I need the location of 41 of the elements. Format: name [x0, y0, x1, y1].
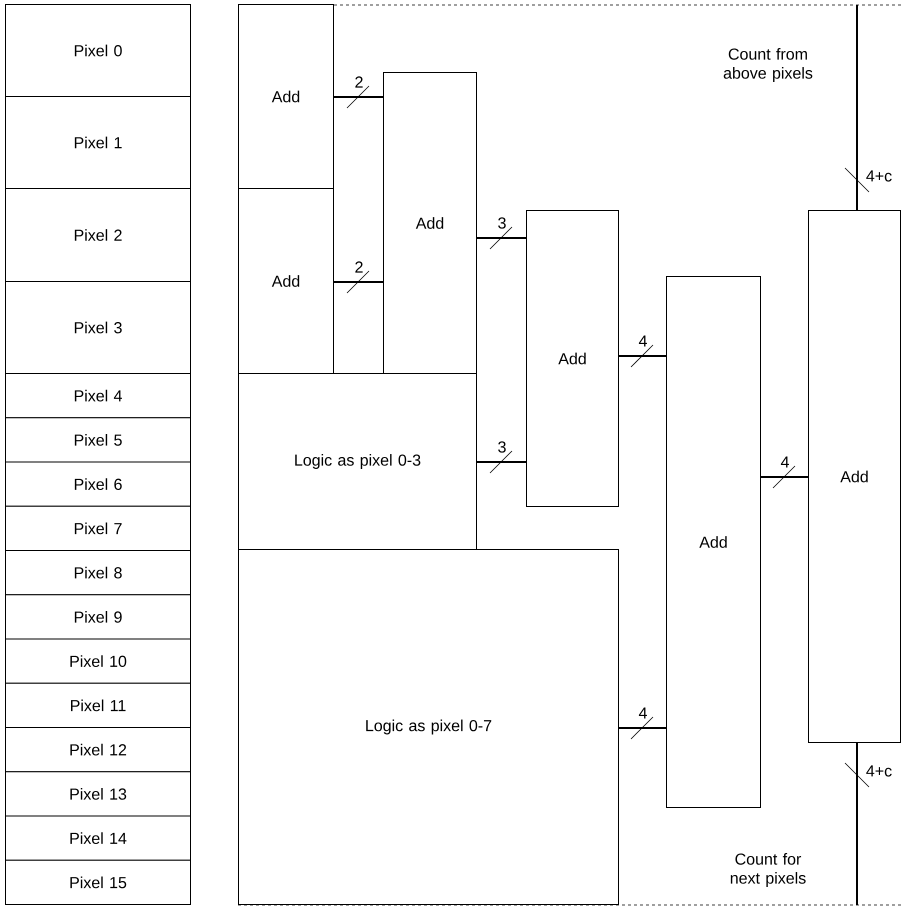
adder-box: Add: [526, 210, 619, 507]
edge-label: 4: [638, 336, 647, 346]
edge-label: 2: [355, 261, 363, 273]
bus-line: [334, 270, 383, 294]
pixel-box: Pixel 4: [5, 373, 191, 418]
edge-label: 4+c: [866, 765, 892, 777]
pixel-box: Pixel 12: [5, 727, 191, 772]
pixel-box: Pixel 2: [5, 188, 191, 282]
bus-line: [477, 226, 526, 250]
pixel-box: Pixel 1: [5, 96, 191, 189]
adder-box: Add: [383, 72, 477, 374]
pixel-box: Pixel 11: [5, 682, 191, 728]
adder-box: Add: [808, 210, 901, 743]
bus-line: [477, 450, 526, 474]
pixel-box: Pixel 6: [5, 462, 191, 507]
pixel-box: Pixel 13: [5, 771, 191, 816]
pixel-box: Pixel 8: [5, 550, 191, 596]
pixel-box: Pixel 7: [5, 506, 191, 551]
pixel-box: Pixel 10: [5, 638, 191, 684]
bus-line: [844, 743, 870, 905]
note-text: Count from above pixels: [724, 48, 812, 82]
pixel-box: Pixel 9: [5, 594, 191, 640]
edge-label: 3: [498, 441, 506, 453]
pixel-box: Pixel 5: [5, 417, 191, 462]
edge-label: 2: [355, 76, 363, 88]
bus-line: [619, 716, 666, 740]
edge-label: 4: [780, 456, 789, 468]
bus-line: [844, 5, 870, 210]
edge-label: 4+c: [866, 170, 892, 182]
adder-box: Add: [238, 188, 334, 374]
pixel-box: Pixel 15: [5, 860, 191, 905]
note-text: Count for next pixels: [730, 853, 806, 887]
edge-label: 3: [498, 217, 506, 229]
bus-line: [619, 344, 666, 368]
adder-box: Add: [666, 276, 761, 808]
edge-label: 4: [638, 708, 647, 718]
bus-line: [334, 86, 383, 108]
adder-box: Add: [238, 4, 334, 189]
bus-line: [761, 466, 808, 488]
pixel-box: Pixel 0: [5, 4, 191, 97]
pixel-box: Pixel 14: [5, 816, 191, 861]
